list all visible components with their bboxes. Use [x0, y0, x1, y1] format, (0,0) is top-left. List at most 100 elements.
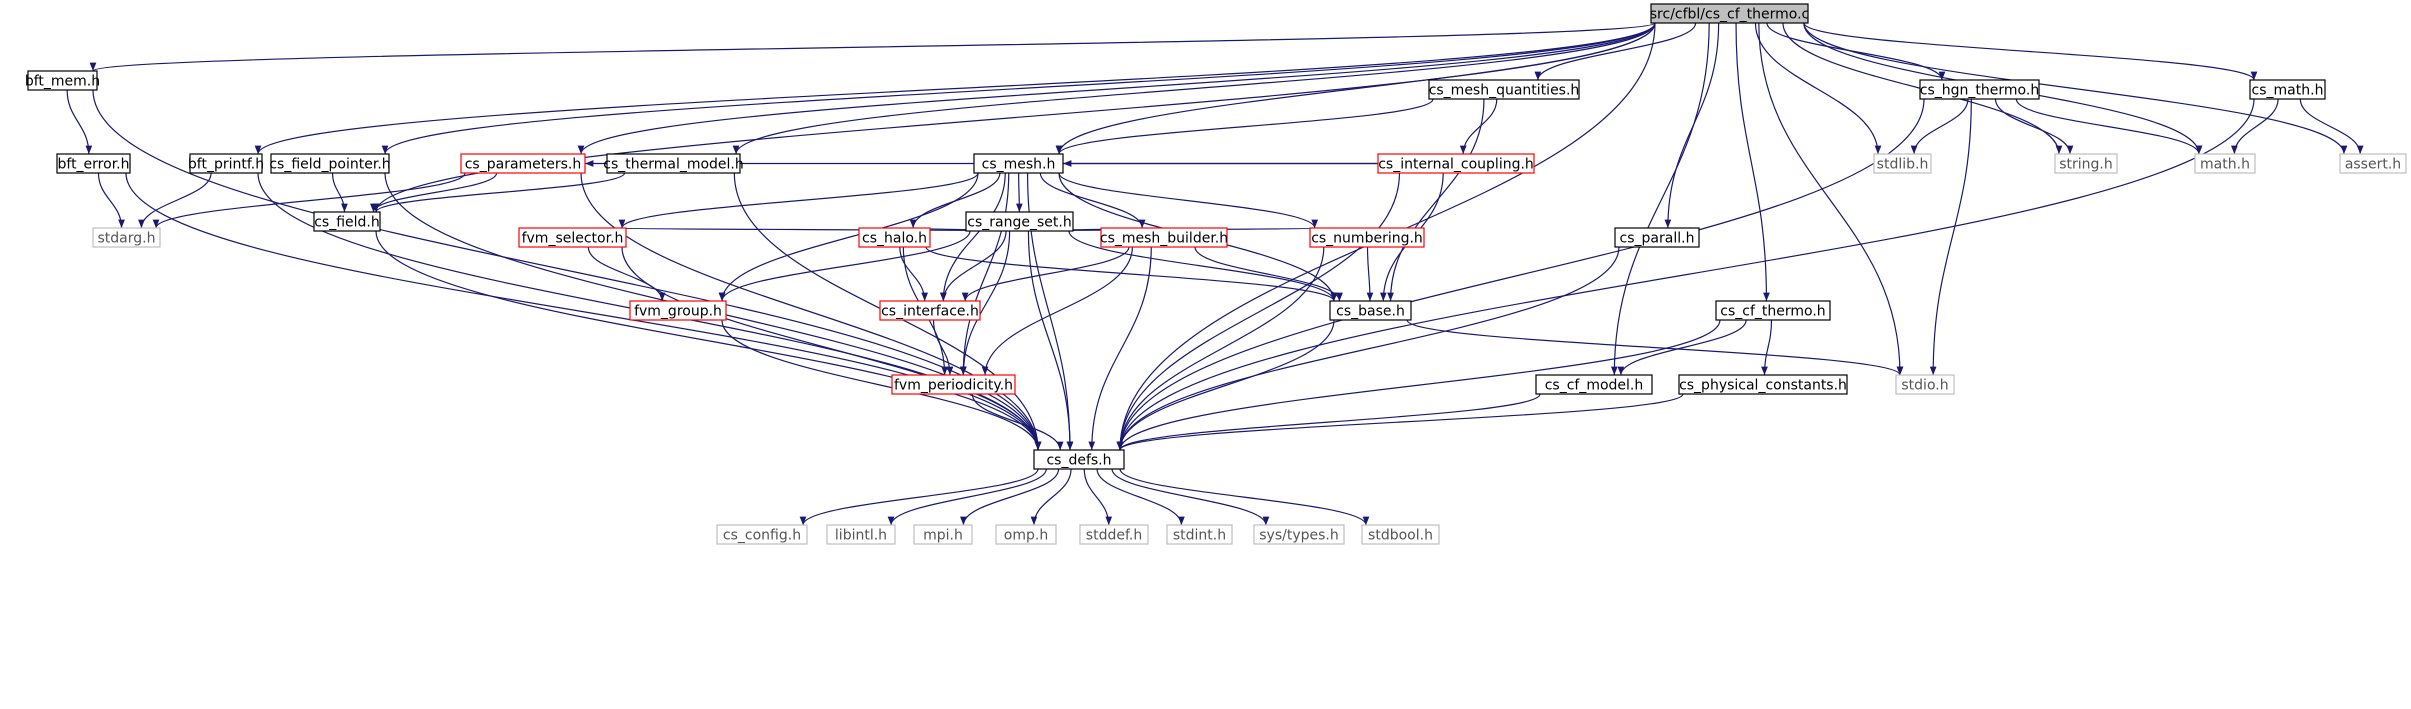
node-cs-parall[interactable]: cs_parall.h [1614, 227, 1700, 248]
node-mpi: mpi.h [913, 524, 973, 545]
edge-cs_defs-to-stddef [1083, 468, 1113, 526]
node-box [270, 153, 390, 174]
node-label: cs_parall.h [1620, 231, 1695, 247]
node-cs-thermal-model[interactable]: cs_thermal_model.h [603, 153, 744, 174]
edge-fvm_periodicity-to-cs_defs [971, 393, 1064, 451]
node-label: cs_mesh.h [982, 157, 1056, 173]
node-box [995, 524, 1057, 545]
edge-cs_halo-to-cs_interface [899, 246, 929, 302]
node-stdarg: stdarg.h [92, 227, 161, 248]
node-bft-printf[interactable]: bft_printf.h [188, 153, 264, 174]
node-label: stdint.h [1173, 528, 1226, 544]
edge-cs_mesh-to-cs_mesh_builder [1039, 172, 1146, 229]
edge-cs_internal_coupling-to-cs_defs [1116, 172, 1401, 451]
edge-cs_hgn_thermo-to-stdio [1929, 98, 1972, 376]
edge-root-to-cs_thermal_model [732, 22, 1656, 155]
edge-root-to-cs_math [1803, 22, 2258, 81]
node-cs-field[interactable]: cs_field.h [313, 211, 381, 232]
node-box [1166, 524, 1233, 545]
node-cs-parameters[interactable]: cs_parameters.h [460, 153, 586, 174]
edge-cs_cf_thermo_h-to-cs_cf_model [1617, 319, 1747, 376]
node-cs-physical-constants[interactable]: cs_physical_constants.h [1678, 374, 1848, 395]
edge-cs_mesh-to-cs_numbering [1058, 172, 1318, 229]
node-label: bft_error.h [58, 157, 130, 173]
node-systypes: sys/types.h [1253, 524, 1345, 545]
edge-root-to-stdlib [1754, 22, 1882, 155]
node-box [716, 524, 808, 545]
node-cs-cf-thermo-h[interactable]: cs_cf_thermo.h [1715, 300, 1831, 321]
node-cs-range-set[interactable]: cs_range_set.h [965, 211, 1074, 232]
edge-cs_defs-to-stdint [1096, 468, 1185, 526]
node-label: fvm_periodicity.h [894, 378, 1013, 394]
edge-cs_hgn_thermo-to-stdlib [1910, 98, 1969, 155]
edge-bft_printf-to-stdarg [138, 172, 212, 229]
edge-cs_cf_thermo_h-to-cs_defs [1116, 319, 1721, 451]
node-cs-field-pointer[interactable]: cs_field_pointer.h [269, 153, 391, 174]
edge-root-to-cs_mesh_quantities [1534, 22, 1697, 81]
edge-root-to-cs_field [372, 22, 1656, 213]
edge-cs_halo-to-cs_base [925, 246, 1338, 302]
edge-cs_range_set-to-cs_interface [940, 230, 1007, 302]
node-cs-cf-model[interactable]: cs_cf_model.h [1535, 374, 1653, 395]
node-cs-numbering[interactable]: cs_numbering.h [1309, 227, 1425, 248]
node-cs-math[interactable]: cs_math.h [2249, 79, 2326, 100]
node-cs-config: cs_config.h [716, 524, 808, 545]
node-label: fvm_selector.h [522, 231, 624, 247]
node-fvm-selector[interactable]: fvm_selector.h [518, 227, 627, 248]
node-box [1919, 79, 2040, 100]
edge-cs_hgn_thermo-to-string [1994, 98, 2074, 155]
node-box [1895, 374, 1955, 395]
node-bft-error[interactable]: bft_error.h [56, 153, 131, 174]
node-box [1377, 153, 1535, 174]
edge-cs_parameters-to-cs_field [370, 172, 498, 213]
node-bft-mem[interactable]: bft_mem.h [25, 70, 100, 91]
edge-cs_mesh_builder-to-cs_interface [961, 246, 1130, 302]
edge-cs_base-to-cs_defs [1116, 319, 1335, 451]
edge-cs_range_set-to-cs_base [1068, 230, 1338, 302]
node-box [2194, 153, 2256, 174]
node-fvm-periodicity[interactable]: fvm_periodicity.h [891, 374, 1016, 395]
node-stdbool: stdbool.h [1361, 524, 1440, 545]
node-cs-mesh-quantities[interactable]: cs_mesh_quantities.h [1428, 79, 1580, 100]
node-cs-base[interactable]: cs_base.h [1329, 300, 1412, 321]
edge-cs_math-to-math [2231, 98, 2279, 155]
node-math: math.h [2194, 153, 2256, 174]
node-box [1309, 227, 1425, 248]
node-label: stdbool.h [1368, 528, 1433, 544]
edge-root-to-bft_mem [90, 22, 1656, 72]
edge-cs_mesh-to-cs_halo [909, 172, 1001, 229]
node-box [27, 70, 98, 91]
edge-root-to-cs_mesh [1055, 22, 1656, 155]
node-label: cs_internal_coupling.h [1378, 157, 1534, 173]
node-label: stdlib.h [1877, 157, 1929, 173]
node-cs-internal-coupling[interactable]: cs_internal_coupling.h [1377, 153, 1535, 174]
nodes-layer: src/cfbl/cs_cf_thermo.c bft_mem.h bft_erro… [25, 3, 2407, 545]
node-box [1100, 227, 1228, 248]
edge-cs_math-to-cs_defs [1116, 98, 2255, 451]
edge-bft_mem-to-bft_error [66, 89, 93, 155]
node-cs-mesh-builder[interactable]: cs_mesh_builder.h [1100, 227, 1228, 248]
node-box [1678, 374, 1848, 395]
node-label: cs_hgn_thermo.h [1920, 83, 2039, 99]
edge-cs_defs-to-omp [1030, 468, 1072, 526]
edge-cs_defs-to-systypes [1111, 468, 1270, 526]
node-fvm-group[interactable]: fvm_group.h [629, 300, 727, 321]
edge-root-to-cs_cf_model [1610, 22, 1710, 376]
node-label: sys/types.h [1259, 528, 1338, 544]
edge-root-to-stdio [1758, 22, 1904, 376]
node-box [1361, 524, 1440, 545]
node-cs-hgn-thermo[interactable]: cs_hgn_thermo.h [1919, 79, 2040, 100]
node-cs-interface[interactable]: cs_interface.h [879, 300, 981, 321]
node-box [826, 524, 896, 545]
node-root[interactable]: src/cfbl/cs_cf_thermo.c [1650, 3, 1809, 24]
edge-cs_defs-to-cs_config [799, 468, 1039, 526]
node-stdint: stdint.h [1166, 524, 1233, 545]
node-cs-mesh[interactable]: cs_mesh.h [973, 153, 1064, 174]
edge-cs_range_set-to-cs_defs [1027, 230, 1074, 451]
node-cs-defs[interactable]: cs_defs.h [1033, 449, 1125, 470]
node-box [891, 374, 1016, 395]
node-label: cs_field_pointer.h [269, 157, 390, 173]
edge-cs_defs-to-mpi [960, 468, 1060, 526]
node-label: cs_range_set.h [967, 215, 1071, 231]
node-cs-halo[interactable]: cs_halo.h [858, 227, 931, 248]
